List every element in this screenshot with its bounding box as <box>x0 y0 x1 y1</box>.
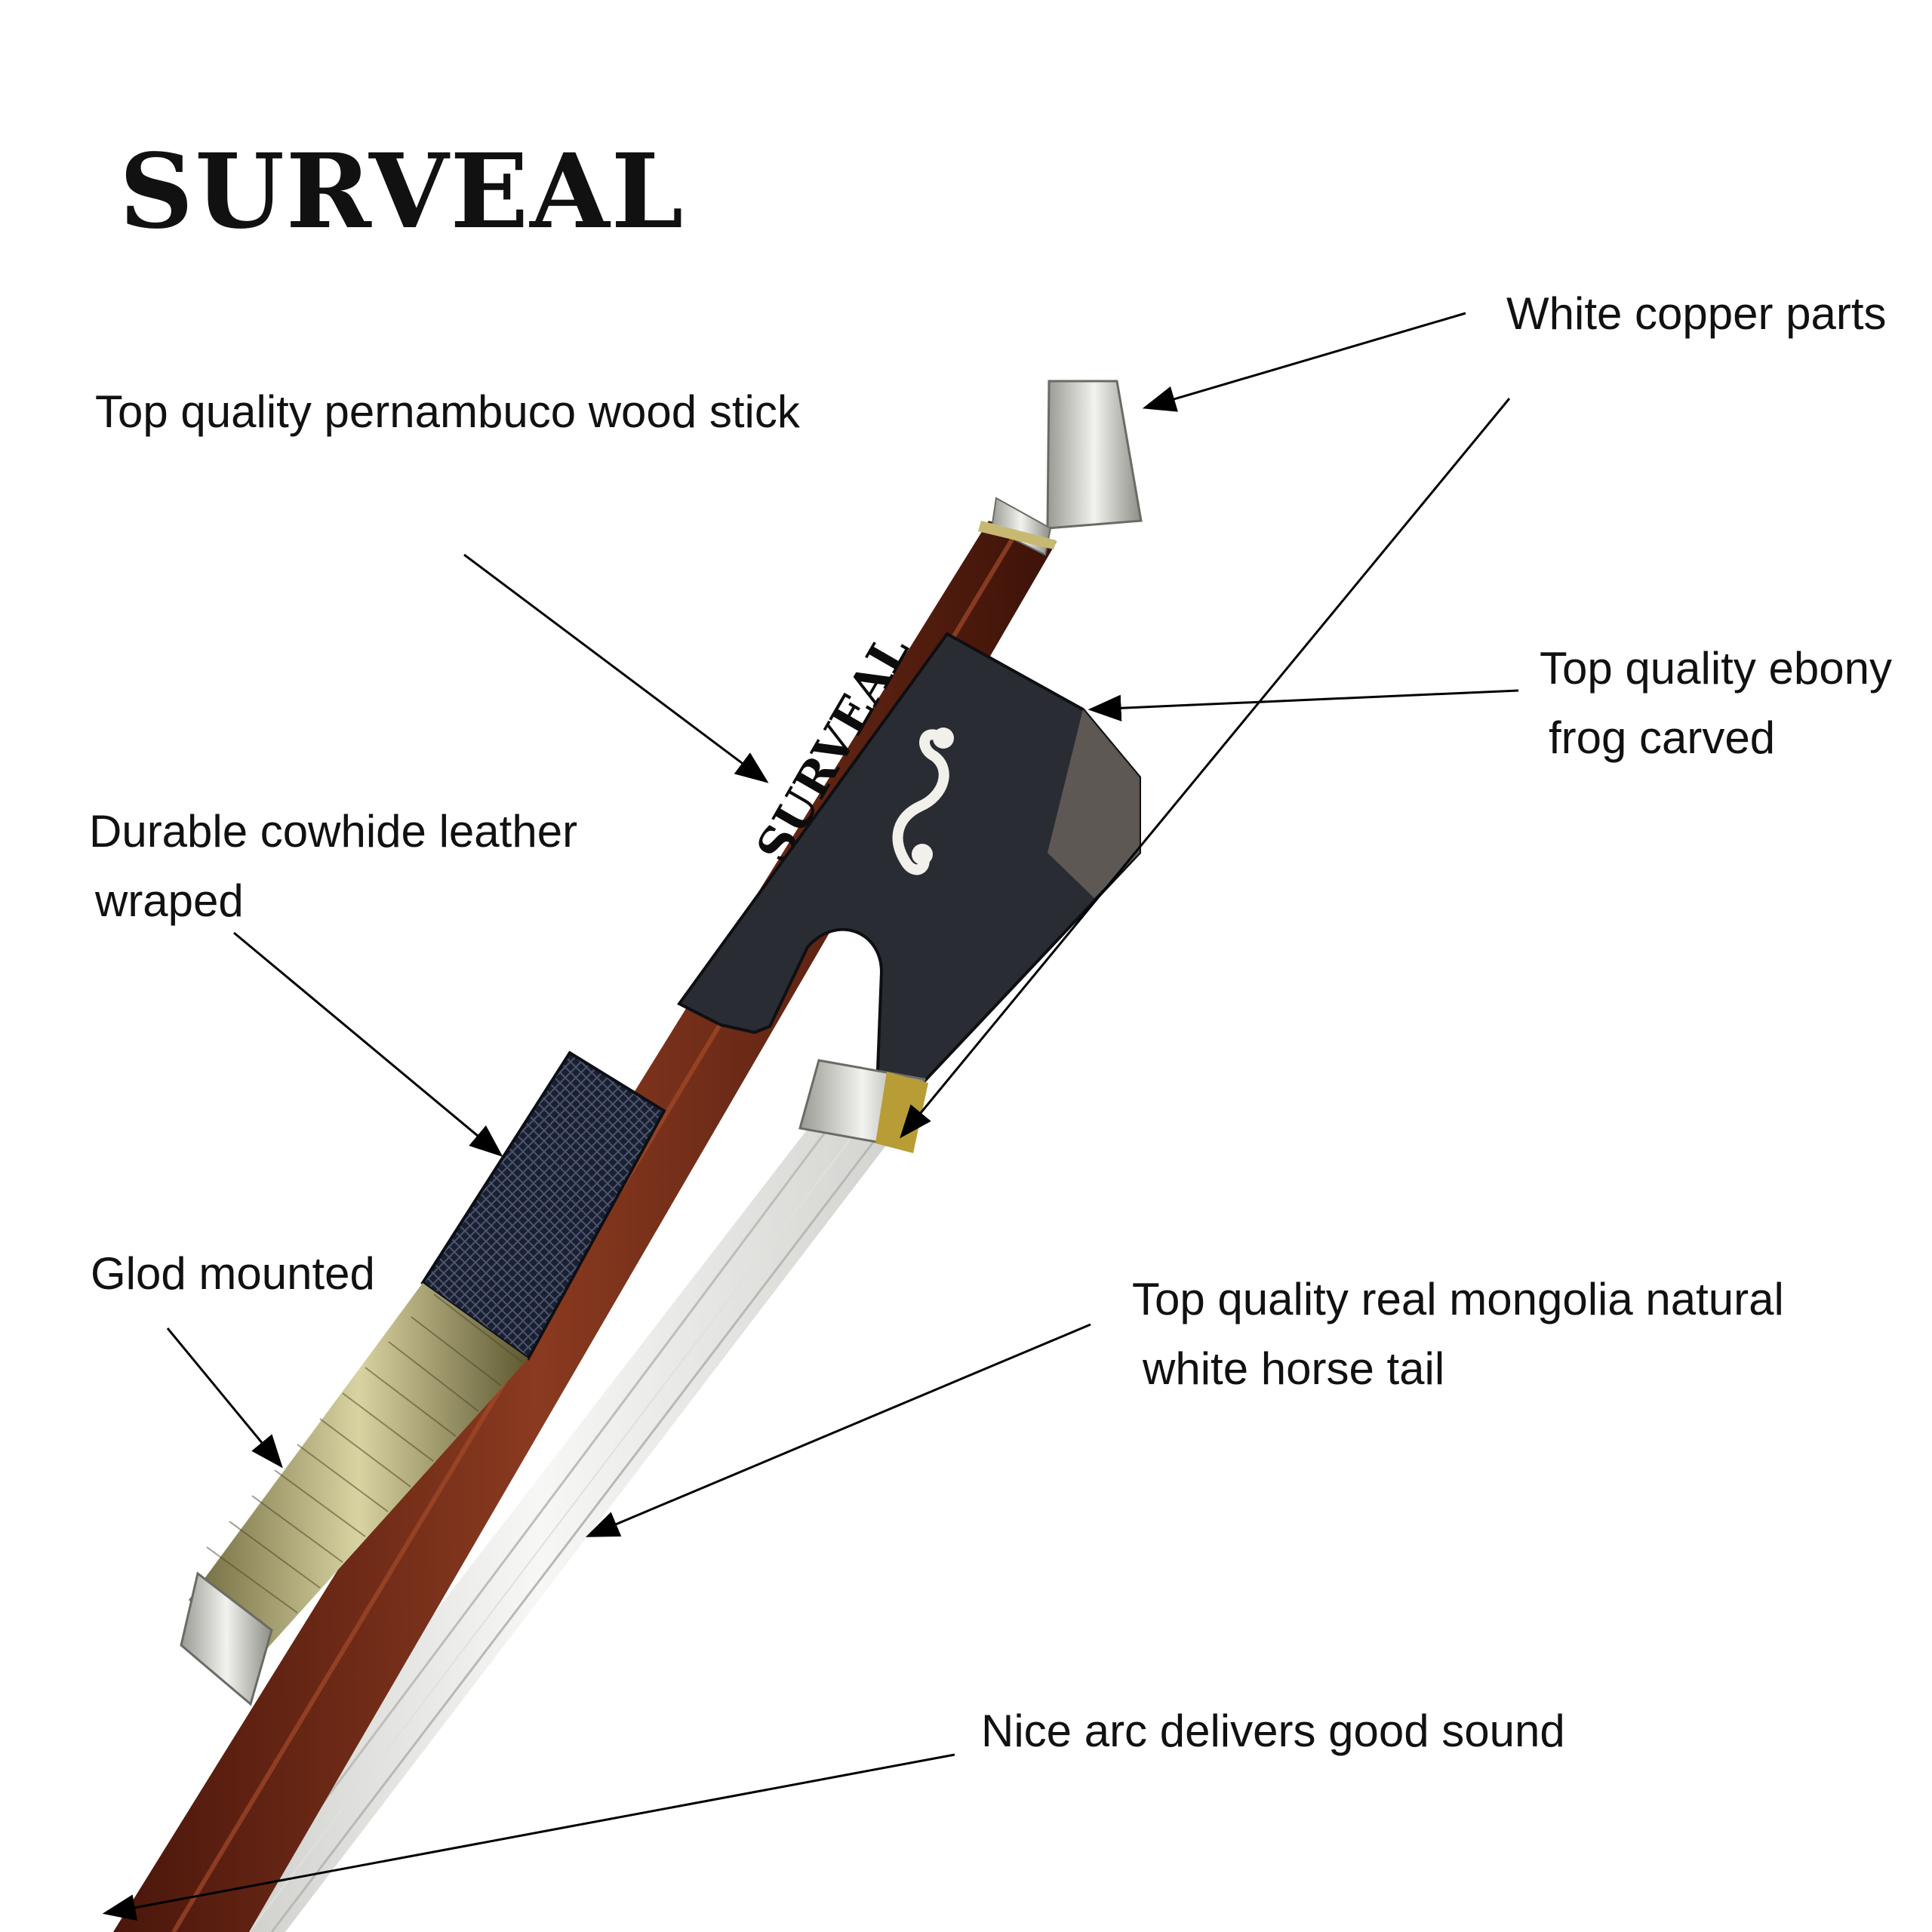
callout-gold: Glod mounted <box>91 1239 375 1309</box>
callout-stick: Top quality pernambuco wood stick <box>95 377 800 447</box>
tip-screw <box>978 380 1143 556</box>
callout-frog-line1: Top quality ebony <box>1540 643 1892 694</box>
callout-lines <box>102 312 1519 1921</box>
callout-leather-line1: Durable cowhide leather <box>89 806 578 857</box>
brand-logo: SURVEAL <box>119 131 685 252</box>
callout-line-frog-tip <box>900 398 1511 1139</box>
callout-frog: Top quality ebony frog carved <box>1540 634 1892 773</box>
callout-line-arc <box>102 1753 955 1921</box>
callout-copper: White copper parts <box>1506 279 1887 349</box>
gold-winding <box>180 1283 528 1706</box>
callout-hair: Top quality real mongolia natural white … <box>1132 1265 1784 1404</box>
callout-leather: Durable cowhide leather wraped <box>89 797 577 936</box>
callout-line-leather <box>233 931 503 1157</box>
ebony-frog <box>677 632 1141 1153</box>
callout-frog-line2: frog carved <box>1549 712 1776 763</box>
callout-arc: Nice arc delivers good sound <box>981 1697 1565 1766</box>
callout-line-gold <box>166 1327 283 1469</box>
callout-hair-line1: Top quality real mongolia natural <box>1132 1274 1784 1324</box>
callout-line-copper <box>1142 312 1466 412</box>
callout-leather-line2: wraped <box>95 875 244 926</box>
callout-line-frog <box>1088 689 1519 721</box>
callout-hair-line2: white horse tail <box>1143 1343 1445 1394</box>
callout-copper-text: White copper parts <box>1506 288 1887 339</box>
callout-line-stick <box>463 553 769 783</box>
callout-stick-text: Top quality pernambuco wood stick <box>95 386 800 437</box>
callout-line-hair <box>585 1323 1091 1537</box>
callout-arc-text: Nice arc delivers good sound <box>981 1706 1565 1756</box>
callout-gold-text: Glod mounted <box>91 1248 375 1299</box>
